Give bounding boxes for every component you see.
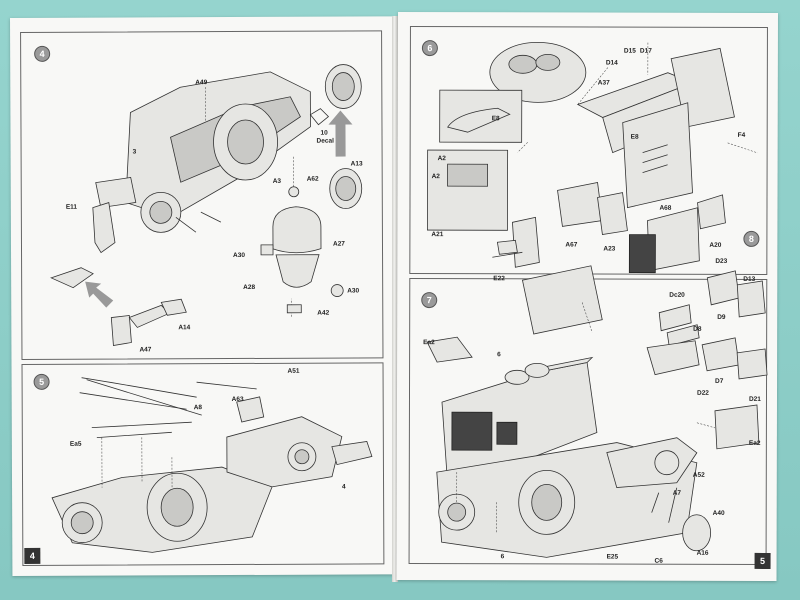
callout-Ea2a: Ea2 xyxy=(423,339,435,347)
left-page: 4 A49 3 10 Decal A13 E11 A3 A62 A27 A30 … xyxy=(10,16,395,576)
step-8-badge: 8 xyxy=(743,230,760,247)
callout-A14: A14 xyxy=(178,324,191,332)
page-number-right: 5 xyxy=(754,552,771,569)
step-7-badge: 7 xyxy=(421,292,438,309)
callout-A23: A23 xyxy=(603,245,616,253)
callout-Ea5: Ea5 xyxy=(69,440,82,448)
callout-A51: A51 xyxy=(287,367,300,375)
callout-A68: A68 xyxy=(659,204,672,212)
callout-E8a: E8 xyxy=(491,115,500,123)
callout-6a: 6 xyxy=(497,351,501,359)
callout-A30b: A30 xyxy=(347,287,360,295)
callout-A2b: A2 xyxy=(431,173,440,181)
callout-D23: D23 xyxy=(715,257,728,265)
step-6-7-8-drawing xyxy=(426,41,768,558)
callout-A67: A67 xyxy=(565,241,578,249)
step-4-5-drawing xyxy=(50,64,373,553)
callout-A28: A28 xyxy=(243,283,256,291)
callout-E8b: E8 xyxy=(630,133,639,141)
right-page: 6 D14 D15 D17 A37 E8 E8 F4 A2 A2 A21 E22… xyxy=(396,12,778,581)
callout-3: 3 xyxy=(132,148,137,156)
callout-A3: A3 xyxy=(272,177,282,185)
callout-A20: A20 xyxy=(709,241,722,249)
callout-D7: D7 xyxy=(715,377,724,385)
callout-A63: A63 xyxy=(231,395,244,404)
callout-D17: D17 xyxy=(639,47,652,55)
callout-D13: D13 xyxy=(743,275,756,283)
callout-Dc20: Dc20 xyxy=(669,291,685,299)
callout-D9: D9 xyxy=(717,313,726,321)
callout-A7: A7 xyxy=(672,489,682,497)
callout-A37: A37 xyxy=(597,79,610,87)
callout-10: 10 xyxy=(320,129,328,137)
callout-A8: A8 xyxy=(193,404,203,412)
callout-A52: A52 xyxy=(692,471,705,479)
callout-D14: D14 xyxy=(605,59,618,67)
step-6-badge: 6 xyxy=(421,40,438,57)
callout-decal: Decal xyxy=(316,137,334,145)
step-5-badge: 5 xyxy=(33,373,50,390)
callout-A62: A62 xyxy=(306,175,319,183)
callout-A40: A40 xyxy=(712,509,725,517)
step-4-badge: 4 xyxy=(34,45,51,62)
callout-D22: D22 xyxy=(696,389,709,397)
callout-A49: A49 xyxy=(195,79,208,87)
callout-A30a: A30 xyxy=(233,251,245,260)
callout-A21: A21 xyxy=(431,231,444,239)
callout-C6: C6 xyxy=(654,557,663,565)
callout-E11: E11 xyxy=(65,203,78,211)
callout-A27: A27 xyxy=(332,240,345,248)
callout-D21: D21 xyxy=(748,395,761,403)
callout-F4: F4 xyxy=(737,131,746,139)
page-number-left: 4 xyxy=(24,547,41,564)
callout-A47: A47 xyxy=(139,346,152,354)
instruction-booklet: 4 A49 3 10 Decal A13 E11 A3 A62 A27 A30 … xyxy=(10,12,790,582)
callout-A16: A16 xyxy=(696,549,709,557)
callout-E25: E25 xyxy=(606,553,619,561)
callout-D15: D15 xyxy=(623,47,636,55)
callout-A42: A42 xyxy=(317,309,330,317)
callout-A2a: A2 xyxy=(437,155,446,163)
callout-D8: D8 xyxy=(693,325,702,333)
callout-E22: E22 xyxy=(493,275,505,283)
callout-4: 4 xyxy=(342,483,346,491)
callout-A13: A13 xyxy=(350,160,363,168)
booklet-spine xyxy=(392,16,398,582)
callout-Ea2b: Ea2 xyxy=(748,439,761,447)
callout-6b: 6 xyxy=(500,553,505,561)
